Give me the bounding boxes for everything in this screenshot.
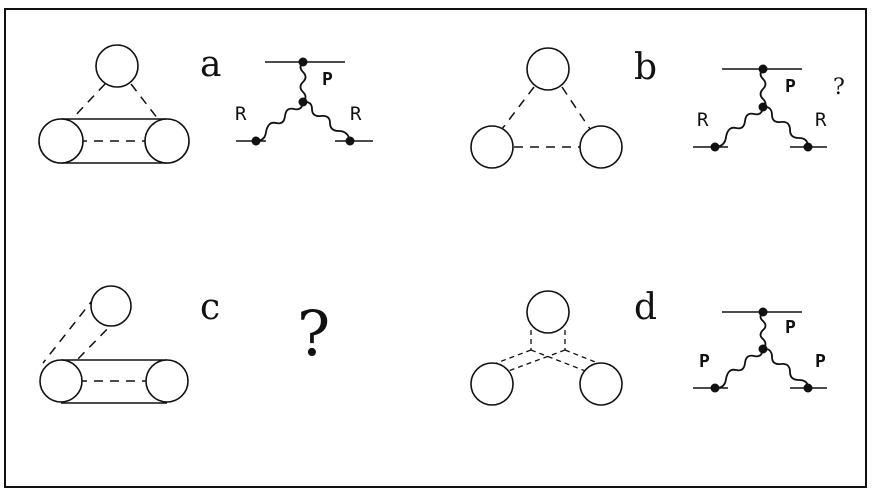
ball-right <box>145 359 189 403</box>
panel-d-cluster-diagram <box>470 290 623 406</box>
panel-a-vertex: P R R <box>235 57 373 146</box>
dashed-link-right <box>561 86 591 130</box>
wavy-left-propagator <box>715 348 764 389</box>
wavy-right-propagator <box>302 100 351 142</box>
wavy-top-propagator <box>759 311 767 350</box>
panel-c-cluster-diagram <box>39 285 189 404</box>
ball-left <box>38 118 84 164</box>
ball-right <box>144 118 190 164</box>
vertex-dot-right <box>345 136 355 146</box>
vertex-dot-top <box>758 64 768 74</box>
ball-left <box>39 359 83 403</box>
vertex-dot-center <box>758 344 768 354</box>
vertex-dot-right <box>803 142 813 152</box>
wavy-top-propagator <box>759 68 767 108</box>
vertex-dot-top <box>758 307 768 317</box>
panel-label-a: a <box>200 44 221 85</box>
question-mark-large: ? <box>297 297 330 370</box>
wavy-right-propagator <box>762 106 809 148</box>
panel-label-b: b <box>634 47 657 88</box>
ball-top <box>526 47 570 91</box>
wavy-right-propagator <box>762 348 809 389</box>
label-top-propagator: P <box>785 76 796 97</box>
panel-label-c: c <box>200 287 220 328</box>
figure-frame <box>4 8 867 488</box>
panel-d-vertex: P P P <box>693 307 827 393</box>
label-left-propagator: R <box>697 109 709 131</box>
label-top-propagator: P <box>785 317 796 338</box>
panel-label-d: d <box>634 287 657 328</box>
label-right-propagator: R <box>350 103 362 125</box>
label-left-propagator: R <box>235 103 247 125</box>
wavy-left-propagator <box>715 106 764 148</box>
ball-left <box>470 362 514 406</box>
ball-top <box>90 285 132 327</box>
ball-top <box>95 44 139 88</box>
label-right-propagator: P <box>815 351 826 372</box>
vertex-dot-left <box>251 136 261 146</box>
wavy-left-propagator <box>255 101 304 142</box>
vertex-dot-left <box>710 383 720 393</box>
panel-c: c ? <box>39 285 330 404</box>
vertex-dot-right <box>803 383 813 393</box>
wavy-top-propagator <box>299 61 307 103</box>
panel-d: d P P P <box>470 287 827 406</box>
ball-left <box>470 125 514 169</box>
panel-b-cluster-diagram <box>470 47 623 169</box>
panel-a-cluster-diagram <box>38 44 190 164</box>
dashed-link-left <box>501 86 535 130</box>
ball-right <box>579 362 623 406</box>
ball-top <box>526 290 570 334</box>
question-mark-small: ? <box>833 75 845 100</box>
dashed-link-inner <box>74 317 119 363</box>
cross-link-left-to-right <box>530 349 602 378</box>
panel-a: a P R R <box>38 44 373 164</box>
label-right-propagator: R <box>815 109 827 131</box>
panel-b: b P R R ? <box>470 47 845 169</box>
dashed-link-left <box>71 83 106 120</box>
vertex-dot-top <box>298 57 308 67</box>
ball-right <box>579 125 623 169</box>
vertex-dot-center <box>758 102 768 112</box>
panel-b-vertex: P R R ? <box>693 64 845 152</box>
label-left-propagator: P <box>699 351 710 372</box>
vertex-dot-left <box>710 142 720 152</box>
dashed-link-outer <box>42 296 96 364</box>
vertex-dot-center <box>298 97 308 107</box>
label-top-propagator: P <box>322 69 333 90</box>
dashed-link-right <box>130 83 159 120</box>
